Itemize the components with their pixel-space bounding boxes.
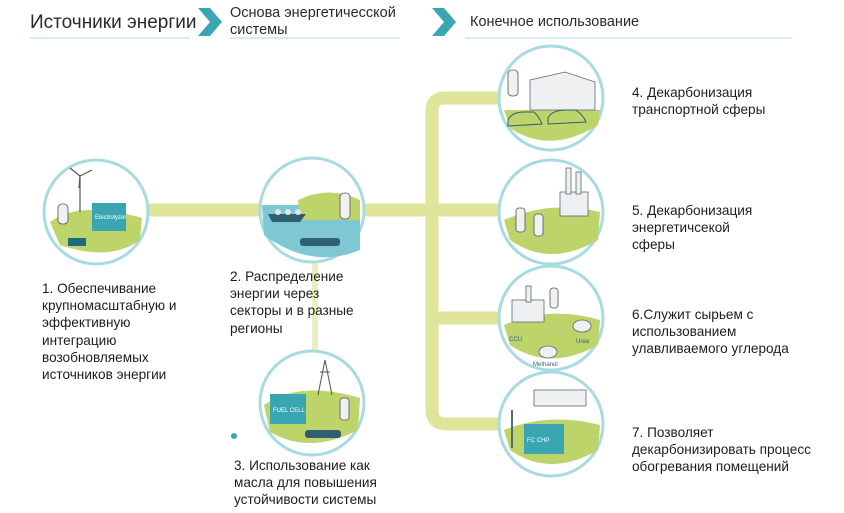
radiator-icon	[533, 389, 587, 407]
header-end-use: Конечное использование	[470, 14, 640, 30]
circle-heating: FC CHP	[497, 370, 605, 478]
circle-distribution	[258, 156, 366, 264]
ccu-plant-icon	[511, 299, 545, 323]
step-3-label: 3. Использование как масла для повышения…	[234, 458, 377, 508]
fc-chp-icon	[524, 424, 564, 454]
circle-fuel-cell: FUEL CELL	[231, 349, 366, 457]
svg-text:Urea: Urea	[576, 339, 590, 345]
electrolyzer-icon	[92, 203, 126, 231]
header-arrow-2-icon	[432, 8, 456, 36]
h2-tank-icon	[57, 203, 69, 225]
circle-power	[497, 158, 605, 266]
svg-text:Electrolyzer: Electrolyzer	[95, 215, 126, 221]
power-plant-icon	[559, 191, 589, 217]
step-6-label: 6.Служит сырьем с использованием улавлив…	[632, 307, 789, 357]
svg-text:FC CHP: FC CHP	[527, 438, 549, 444]
header-energy-system: Основа энергетичесской системы	[230, 5, 396, 38]
fuel-cell-icon	[270, 394, 306, 424]
header-energy-sources: Источники энергии	[30, 12, 197, 33]
solar-panel-icon	[68, 238, 86, 246]
step-5-label: 5. Декарбонизация энергетичсекой сферы	[632, 203, 753, 253]
methanol-tank-icon	[538, 345, 558, 359]
step-4-label: 4. Декарбонизация транспортной сферы	[632, 85, 766, 118]
tanker-ship-icon	[268, 214, 306, 222]
header-arrow-1-icon	[198, 8, 222, 36]
truck-icon	[300, 238, 340, 246]
step-2-label: 2. Распределение энергии через секторы и…	[230, 269, 354, 336]
circle-transport	[497, 44, 605, 152]
svg-text:FUEL CELL: FUEL CELL	[273, 408, 305, 414]
power-pylon-icon	[317, 359, 333, 396]
fuel-station-icon	[529, 71, 596, 111]
svg-text:CCU: CCU	[509, 337, 522, 343]
step-1-label: 1. Обеспечивание крупномасштабную и эффе…	[42, 281, 177, 383]
svg-text:Methanol: Methanol	[533, 362, 558, 368]
circle-renewables: Electrolyzer	[42, 158, 150, 266]
header-bar	[30, 8, 792, 39]
car-icon	[507, 111, 543, 127]
step-7-label: 7. Позволяет декарбонизировать процесс о…	[632, 425, 811, 475]
circle-feedstock: CCU Urea Methanol	[497, 264, 605, 372]
urea-tank-icon	[572, 319, 592, 333]
